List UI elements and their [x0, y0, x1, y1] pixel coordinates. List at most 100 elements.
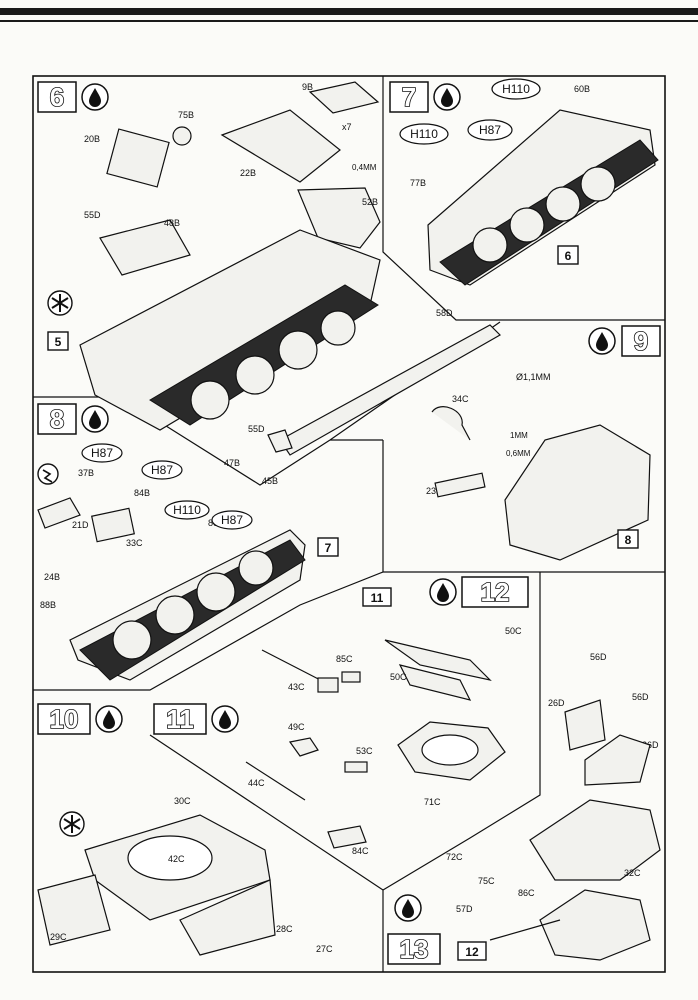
- step-11: 11 85C 43C 49C 53C 44C 84C: [153, 649, 373, 856]
- step-13: 56D 26D 56D 36D 72C 75C 86C 32C 57D 13 1…: [387, 652, 661, 965]
- divider-6-8: [33, 321, 501, 486]
- ref-box-5: [47, 331, 69, 351]
- ref-8: 8: [625, 533, 632, 547]
- label-53c: 53C: [356, 746, 373, 756]
- label-21d: 21D: [72, 520, 89, 530]
- label-34c: 34C: [452, 394, 469, 404]
- step-12-box: [461, 576, 529, 608]
- page-header-rule-thin: [0, 20, 698, 22]
- label-72c: 72C: [446, 852, 463, 862]
- label-45b: 45B: [262, 476, 278, 486]
- paint-h87-oval-2: [141, 460, 183, 480]
- label-drill-1-1mm: Ø1,1MM: [516, 372, 551, 382]
- step-10: 10 30C 42C 29C 28C 27C: [37, 703, 333, 956]
- label-44c: 44C: [248, 778, 265, 788]
- divider-8-lower: [33, 571, 384, 691]
- label-29c: 29C: [50, 932, 67, 942]
- label-52b: 52B: [362, 197, 378, 207]
- cement-star-icon: [47, 290, 73, 316]
- label-h110-2: H110: [410, 127, 438, 141]
- divider-12: [382, 572, 541, 891]
- photo-etch-icon: [37, 463, 59, 485]
- step-6-box: [37, 81, 77, 113]
- sheet-frame: [32, 75, 666, 973]
- paint-h87-oval: [467, 119, 513, 141]
- hull-side-plate: [179, 879, 276, 956]
- ref-box-11: [362, 587, 392, 607]
- label-42c: 42C: [168, 854, 185, 864]
- label-27c: 27C: [316, 944, 333, 954]
- ref-11: 11: [371, 591, 384, 605]
- label-23b: 23B: [426, 486, 442, 496]
- divider-7: [382, 76, 665, 321]
- turret-assembly: [539, 889, 651, 961]
- step-9: 9 34C Ø1,1MM 1MM 0,6MM 23B 8: [426, 325, 661, 561]
- label-55d: 55D: [84, 210, 101, 220]
- part-22b: [220, 109, 341, 183]
- label-84b: 84B: [134, 488, 150, 498]
- step-13-number: 13: [400, 934, 429, 964]
- step-7-number: 7: [402, 82, 416, 112]
- step-11-box: [153, 703, 207, 735]
- step-6: 6 20B 75B 22B 9B x7 0,4MM 52B 55D 48B 58…: [37, 81, 501, 486]
- label-86c: 86C: [518, 888, 535, 898]
- part-44c-barrel: [245, 761, 306, 801]
- label-60b: 60B: [574, 84, 590, 94]
- label-0-6mm: 0,6MM: [506, 449, 531, 458]
- step-13-box: [387, 933, 441, 965]
- part-mg-upper: [384, 639, 492, 682]
- label-75b: 75B: [178, 110, 194, 120]
- label-33c: 33C: [126, 538, 143, 548]
- step-12: 11 12 50C 50C 71C: [362, 576, 529, 807]
- label-58d: 58D: [436, 308, 453, 318]
- glue-drop-icon: [211, 705, 239, 733]
- step-8: 8 H87 37B H87 84B 21D H110 80B H87 33C 2…: [37, 403, 339, 681]
- label-43c: 43C: [288, 682, 305, 692]
- ref-6: 6: [565, 249, 572, 263]
- step-10-number: 10: [50, 704, 79, 734]
- part-etch: [37, 497, 81, 529]
- part-29c: [37, 874, 111, 946]
- label-h87-2: H87: [151, 463, 173, 477]
- label-75c: 75C: [478, 876, 495, 886]
- ref-12: 12: [465, 945, 479, 959]
- label-h110: H110: [502, 82, 530, 96]
- part-mg-lower: [398, 664, 472, 701]
- label-28c: 28C: [276, 924, 293, 934]
- part-53c: [344, 761, 368, 773]
- part-20b: [106, 128, 170, 188]
- step-10-box: [37, 703, 91, 735]
- label-h87-3: H87: [221, 513, 243, 527]
- part-43c: [317, 677, 339, 693]
- part-58d: [279, 324, 501, 456]
- paint-h110-oval-2: [399, 123, 449, 145]
- step-7: 7 H110 60B H110 H87 77B 6: [389, 78, 659, 286]
- part-34c: [431, 406, 471, 441]
- label-88b: 88B: [40, 600, 56, 610]
- label-h87: H87: [91, 446, 113, 460]
- ref-box-7: [317, 537, 339, 557]
- label-h87: H87: [479, 123, 501, 137]
- ref-box-12: [457, 941, 487, 961]
- paint-h87-oval: [81, 443, 123, 463]
- label-1mm: 1MM: [510, 431, 528, 440]
- part-75b: [172, 126, 192, 146]
- glue-drop-icon: [394, 894, 422, 922]
- step-11-number: 11: [166, 704, 194, 734]
- glue-drop-icon: [81, 83, 109, 111]
- part-36d: [584, 734, 651, 786]
- label-77b: 77B: [410, 178, 426, 188]
- label-30c: 30C: [174, 796, 191, 806]
- glue-drop-icon: [433, 83, 461, 111]
- part-52b: [297, 187, 381, 249]
- part-32c-shield: [529, 799, 661, 881]
- ref-box-8: [617, 529, 639, 549]
- label-0-4mm: 0,4MM: [352, 163, 377, 172]
- label-85c: 85C: [336, 654, 353, 664]
- step-8-number: 8: [50, 404, 64, 434]
- label-22b: 22B: [240, 168, 256, 178]
- label-32c: 32C: [624, 868, 641, 878]
- glue-drop-icon: [81, 405, 109, 433]
- label-9b: 9B: [302, 82, 313, 92]
